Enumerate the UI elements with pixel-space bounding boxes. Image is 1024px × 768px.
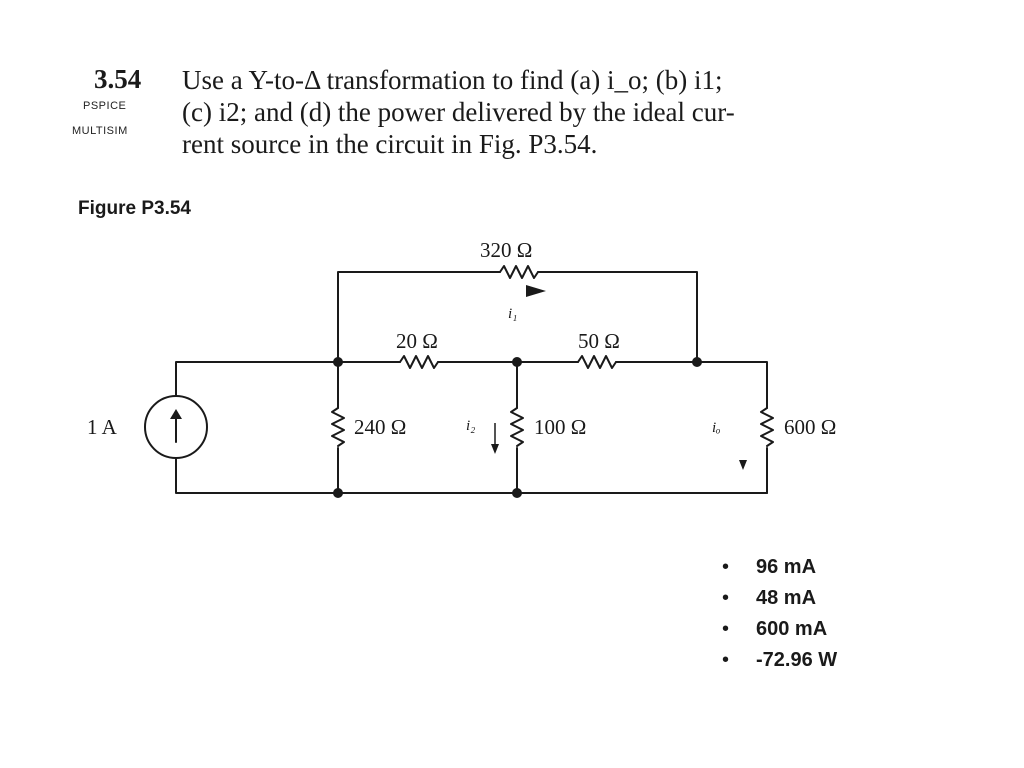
label-20: 20 Ω <box>396 329 438 353</box>
multisim-tag: MULTISIM <box>72 125 128 137</box>
label-240: 240 Ω <box>354 415 406 439</box>
resistor-20-zigzag <box>399 355 439 369</box>
answer-b: • 48 mA <box>722 583 837 614</box>
label-600: 600 Ω <box>784 415 836 439</box>
node-top-left <box>333 357 343 367</box>
node-bottom-left <box>333 488 343 498</box>
resistor-320-zigzag <box>499 265 539 279</box>
label-50: 50 Ω <box>578 329 620 353</box>
problem-line-3: rent source in the circuit in Fig. P3.54… <box>182 129 598 159</box>
bullet: • <box>722 649 730 671</box>
label-i1: i₁ <box>508 306 517 322</box>
bottom-wire <box>175 457 768 494</box>
bullet: • <box>722 587 730 609</box>
label-io: iₒ <box>712 420 720 436</box>
mid-wire-left <box>175 361 401 397</box>
current-source <box>144 395 208 459</box>
resistor-600-zigzag <box>760 407 774 447</box>
top-wire <box>337 271 698 363</box>
node-center <box>512 357 522 367</box>
answer-a: • 96 mA <box>722 552 837 583</box>
io-arrow-head <box>739 460 747 470</box>
answer-list: • 96 mA • 48 mA • 600 mA • -72.96 W <box>722 552 837 676</box>
bullet: • <box>722 618 730 640</box>
resistor-100-zigzag <box>510 407 524 447</box>
label-100: 100 Ω <box>534 415 586 439</box>
resistor-240-zigzag <box>331 407 345 447</box>
answer-b-value: 48 mA <box>756 587 817 609</box>
answer-c-value: 600 mA <box>756 618 828 640</box>
mid-wire-right <box>615 361 768 403</box>
bullet: • <box>722 556 730 578</box>
label-i2: i₂ <box>466 418 475 434</box>
node-bottom-center <box>512 488 522 498</box>
i1-arrow <box>526 285 546 297</box>
problem-number: 3.54 <box>94 64 142 94</box>
label-source: 1 A <box>87 415 118 439</box>
problem-line-2: (c) i2; and (d) the power delivered by t… <box>182 97 735 127</box>
i2-arrow-head <box>491 444 499 454</box>
answer-d-value: -72.96 W <box>756 649 838 671</box>
label-320: 320 Ω <box>480 238 532 262</box>
pspice-tag: PSPICE <box>83 100 127 112</box>
answer-c: • 600 mA <box>722 614 837 645</box>
answer-a-value: 96 mA <box>756 556 817 578</box>
problem-statement: Use a Y-to-Δ transformation to find (a) … <box>182 64 922 160</box>
problem-line-1: Use a Y-to-Δ transformation to find (a) … <box>182 65 723 95</box>
answer-d: • -72.96 W <box>722 645 837 676</box>
source-arrow-head <box>170 409 182 419</box>
resistor-50-zigzag <box>577 355 617 369</box>
figure-caption: Figure P3.54 <box>78 198 191 219</box>
node-top-right <box>692 357 702 367</box>
